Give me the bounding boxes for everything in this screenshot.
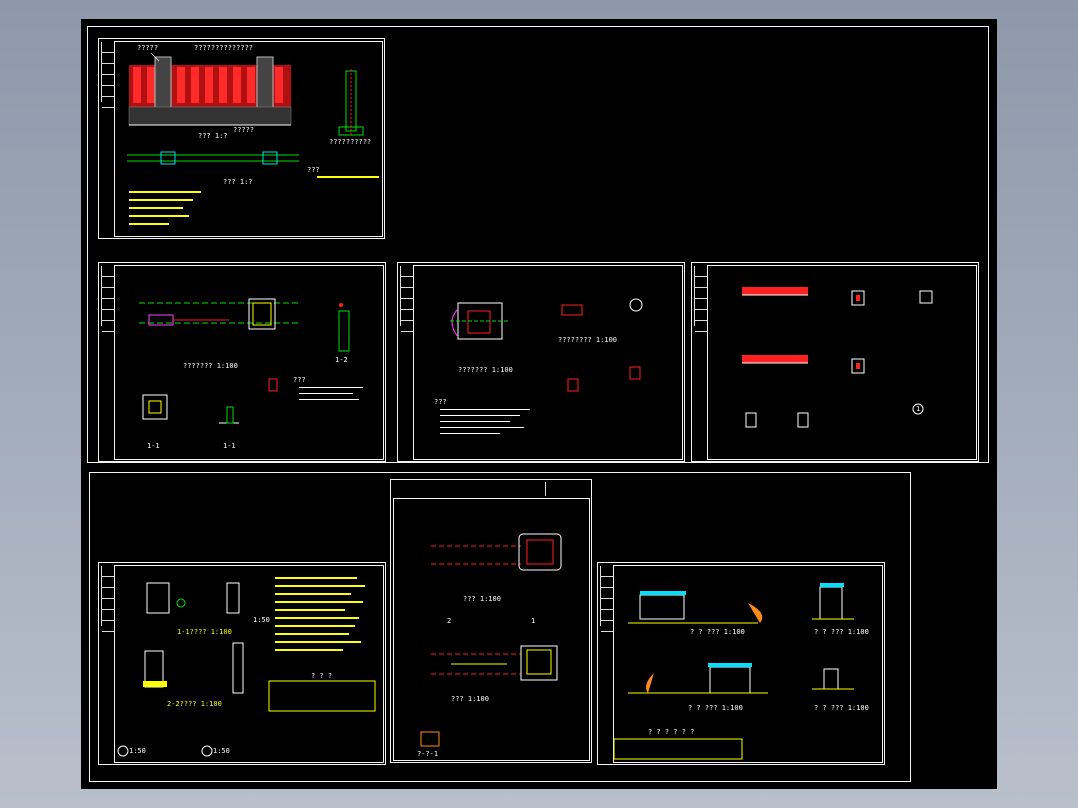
sheet-site-plan[interactable]: ??? 1:100 ??? 1:100 ?-?-1 1 2 (390, 479, 592, 763)
section-drawing (117, 582, 376, 757)
scale-1: 1:50 (253, 616, 270, 624)
note-line (275, 609, 345, 611)
note-line (275, 585, 365, 587)
sheet-border (114, 565, 384, 763)
section-title-1: 1-1???? 1:100 (177, 628, 232, 636)
section-c: 1-2 (335, 356, 348, 364)
sheet-beam-details[interactable]: 1 (691, 262, 979, 462)
outer-frame (87, 26, 989, 463)
note-line (129, 191, 201, 193)
title-strip (400, 266, 414, 332)
scale-3: 1:50 (213, 747, 230, 755)
elevation-title-3: ? ? ??? 1:100 (688, 704, 743, 712)
notes-heading: ??? (307, 166, 320, 174)
sheet-border (393, 498, 590, 761)
sheet-foundation-plan[interactable]: ??????? 1:100 1-1 1-1 1-2 ??? (98, 262, 386, 462)
plan-title: ??????? 1:100 (183, 362, 238, 370)
title-strip (694, 266, 708, 332)
structural-drawing (450, 298, 643, 392)
elevation-title: ??? 1:? (198, 132, 228, 140)
notes-heading: ??? (434, 398, 447, 406)
sheet-fence-elevation[interactable]: ?????????????? ????? ????? ??? 1:? ??? 1… (98, 38, 385, 239)
note-line (440, 415, 520, 416)
note-line (275, 593, 351, 595)
sheet-structural-plan[interactable]: ??????? 1:100 ???????? 1:100 ??? (397, 262, 685, 462)
plan-title-1: ??? 1:100 (463, 595, 501, 603)
title-strip (545, 482, 591, 496)
note-line (275, 641, 361, 643)
table-heading: ? ? ? ? ? ? (648, 728, 695, 736)
note-line (299, 399, 359, 400)
note-line (440, 433, 500, 434)
note-line (275, 617, 359, 619)
section-mark-2: 2 (447, 617, 452, 625)
note-line (275, 633, 349, 635)
note-line (317, 176, 379, 178)
section-title-2: 2-2???? 1:100 (167, 700, 222, 708)
model-space[interactable]: ?????????????? ????? ????? ??? 1:? ??? 1… (81, 19, 997, 789)
sheet-border (707, 265, 977, 460)
scale-2: 1:50 (129, 747, 146, 755)
note-line (299, 393, 353, 394)
note-line (275, 625, 355, 627)
sheet-sections[interactable]: 1-1???? 1:100 2-2???? 1:100 1:50 1:50 1:… (98, 562, 386, 765)
section-mark-1: 1 (531, 617, 536, 625)
note-line (275, 649, 343, 651)
drawing-stamp: ?-?-1 (417, 750, 439, 758)
plan-title: ??? 1:? (223, 178, 253, 186)
outer-frame-lower (89, 472, 911, 782)
sheet-elevations[interactable]: ? ? ??? 1:100 ? ? ??? 1:100 ? ? ??? 1:10… (597, 562, 885, 765)
title-strip (600, 566, 614, 632)
label-top: ?????????????? (194, 44, 254, 52)
note-line (129, 223, 169, 225)
foundation-drawing (139, 298, 350, 424)
elevation-title-1: ? ? ??? 1:100 (690, 628, 745, 636)
section-a: 1-1 (147, 442, 160, 450)
label-bottom: ????? (233, 126, 255, 134)
plan-title-2: ??? 1:100 (451, 695, 489, 703)
title-strip (101, 266, 115, 332)
notes-heading: ??? (293, 376, 306, 384)
elevation-drawing (613, 583, 854, 760)
section-label: ?????????? (329, 138, 372, 146)
table-heading: ? ? ? (311, 672, 333, 680)
sheet-border (114, 41, 383, 237)
note-line (440, 421, 510, 422)
note-line (129, 199, 193, 201)
note-line (275, 577, 357, 579)
note-line (275, 601, 363, 603)
sheet-border (613, 565, 883, 763)
section-b: 1-1 (223, 442, 236, 450)
note-line (440, 409, 530, 410)
note-line (129, 207, 183, 209)
note-line (129, 215, 189, 217)
site-drawing (420, 533, 562, 747)
title-strip (101, 566, 115, 632)
beam-drawing (742, 287, 933, 428)
elevation-title-4: ? ? ??? 1:100 (814, 704, 869, 712)
note-line (440, 427, 524, 428)
title-strip (101, 42, 115, 108)
sheet-border (413, 265, 683, 460)
sheet-border (114, 265, 384, 460)
plan-title-2: ???????? 1:100 (558, 336, 618, 344)
fence-drawing (127, 52, 364, 165)
detail-number: 1 (916, 405, 921, 413)
label-corner: ????? (137, 44, 159, 52)
note-line (299, 387, 363, 388)
plan-title: ??????? 1:100 (458, 366, 513, 374)
elevation-title-2: ? ? ??? 1:100 (814, 628, 869, 636)
